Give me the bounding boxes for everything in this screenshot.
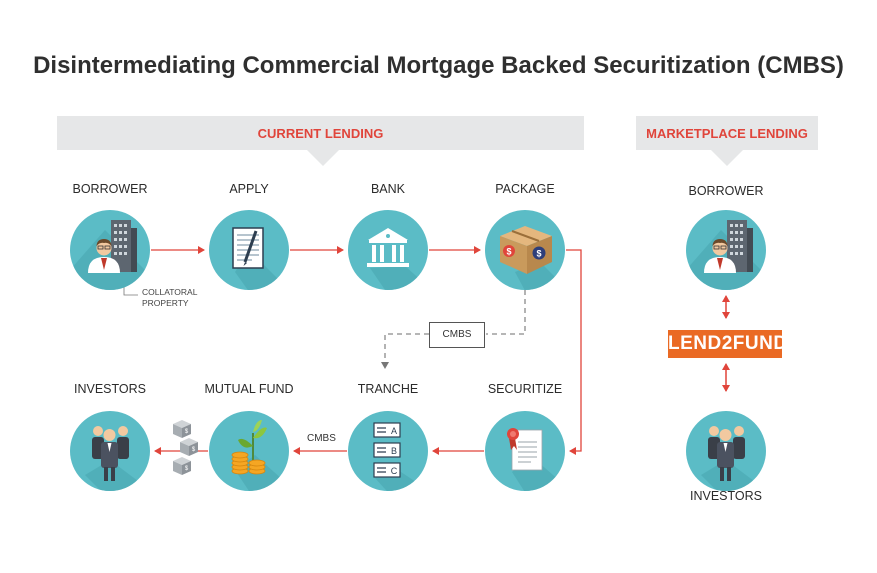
cmbs-dashed-path-right <box>486 290 526 335</box>
lend2fund-logo: LEND2FUND <box>668 330 787 358</box>
tranche-a-card <box>373 422 401 438</box>
tranche-c-card <box>373 462 401 478</box>
cmbs-box: CMBS <box>429 322 485 348</box>
svg-text:$: $ <box>506 247 511 257</box>
marketplace-investors-label: INVESTORS <box>689 489 762 503</box>
package-label: PACKAGE <box>495 182 555 196</box>
bank-label: BANK <box>370 182 406 196</box>
marketplace-lending-banner <box>636 116 818 166</box>
svg-text:$: $ <box>185 466 189 472</box>
collateral-property-label: COLLATORAL PROPERTY <box>142 287 198 308</box>
application-document-icon <box>209 210 289 290</box>
marketplace-borrower-icon <box>686 210 766 290</box>
marketplace-lending-label: MARKETPLACE LENDING <box>646 126 808 141</box>
svg-text:$: $ <box>192 447 196 453</box>
mutual-fund-label: MUTUAL FUND <box>204 382 294 396</box>
tranche-b-label: B <box>391 446 397 456</box>
marketplace-borrower-label: BORROWER <box>688 184 764 198</box>
svg-text:$: $ <box>185 429 189 435</box>
borrower-label: BORROWER <box>72 182 148 196</box>
cmbs-arrow-label: CMBS <box>307 433 336 444</box>
mutual-fund-coins-plant-icon <box>209 411 289 491</box>
tranche-label: TRANCHE <box>357 382 419 396</box>
investors-label: INVESTORS <box>73 382 146 396</box>
apply-label: APPLY <box>229 182 269 196</box>
securitize-certificate-icon <box>485 411 565 491</box>
marketplace-investors-icon <box>686 411 766 491</box>
tranche-icon: A B C <box>348 411 428 491</box>
tranche-c-label: C <box>391 466 398 476</box>
cmbs-dashed-path-left <box>381 333 429 369</box>
page-title: Disintermediating Commercial Mortgage Ba… <box>33 52 844 79</box>
tranche-a-label: A <box>391 426 397 436</box>
securitize-label: SECURITIZE <box>487 382 563 396</box>
money-cubes-icon: $ $ $ <box>173 420 198 475</box>
arrow-package-to-securitize <box>566 249 582 455</box>
tranche-b-card <box>373 442 401 458</box>
current-lending-banner <box>57 116 584 166</box>
bank-icon <box>348 210 428 290</box>
package-box-icon: $ $ <box>485 210 565 290</box>
current-lending-label: CURRENT LENDING <box>257 126 384 141</box>
investors-group-icon <box>70 411 150 491</box>
svg-text:$: $ <box>536 249 541 259</box>
